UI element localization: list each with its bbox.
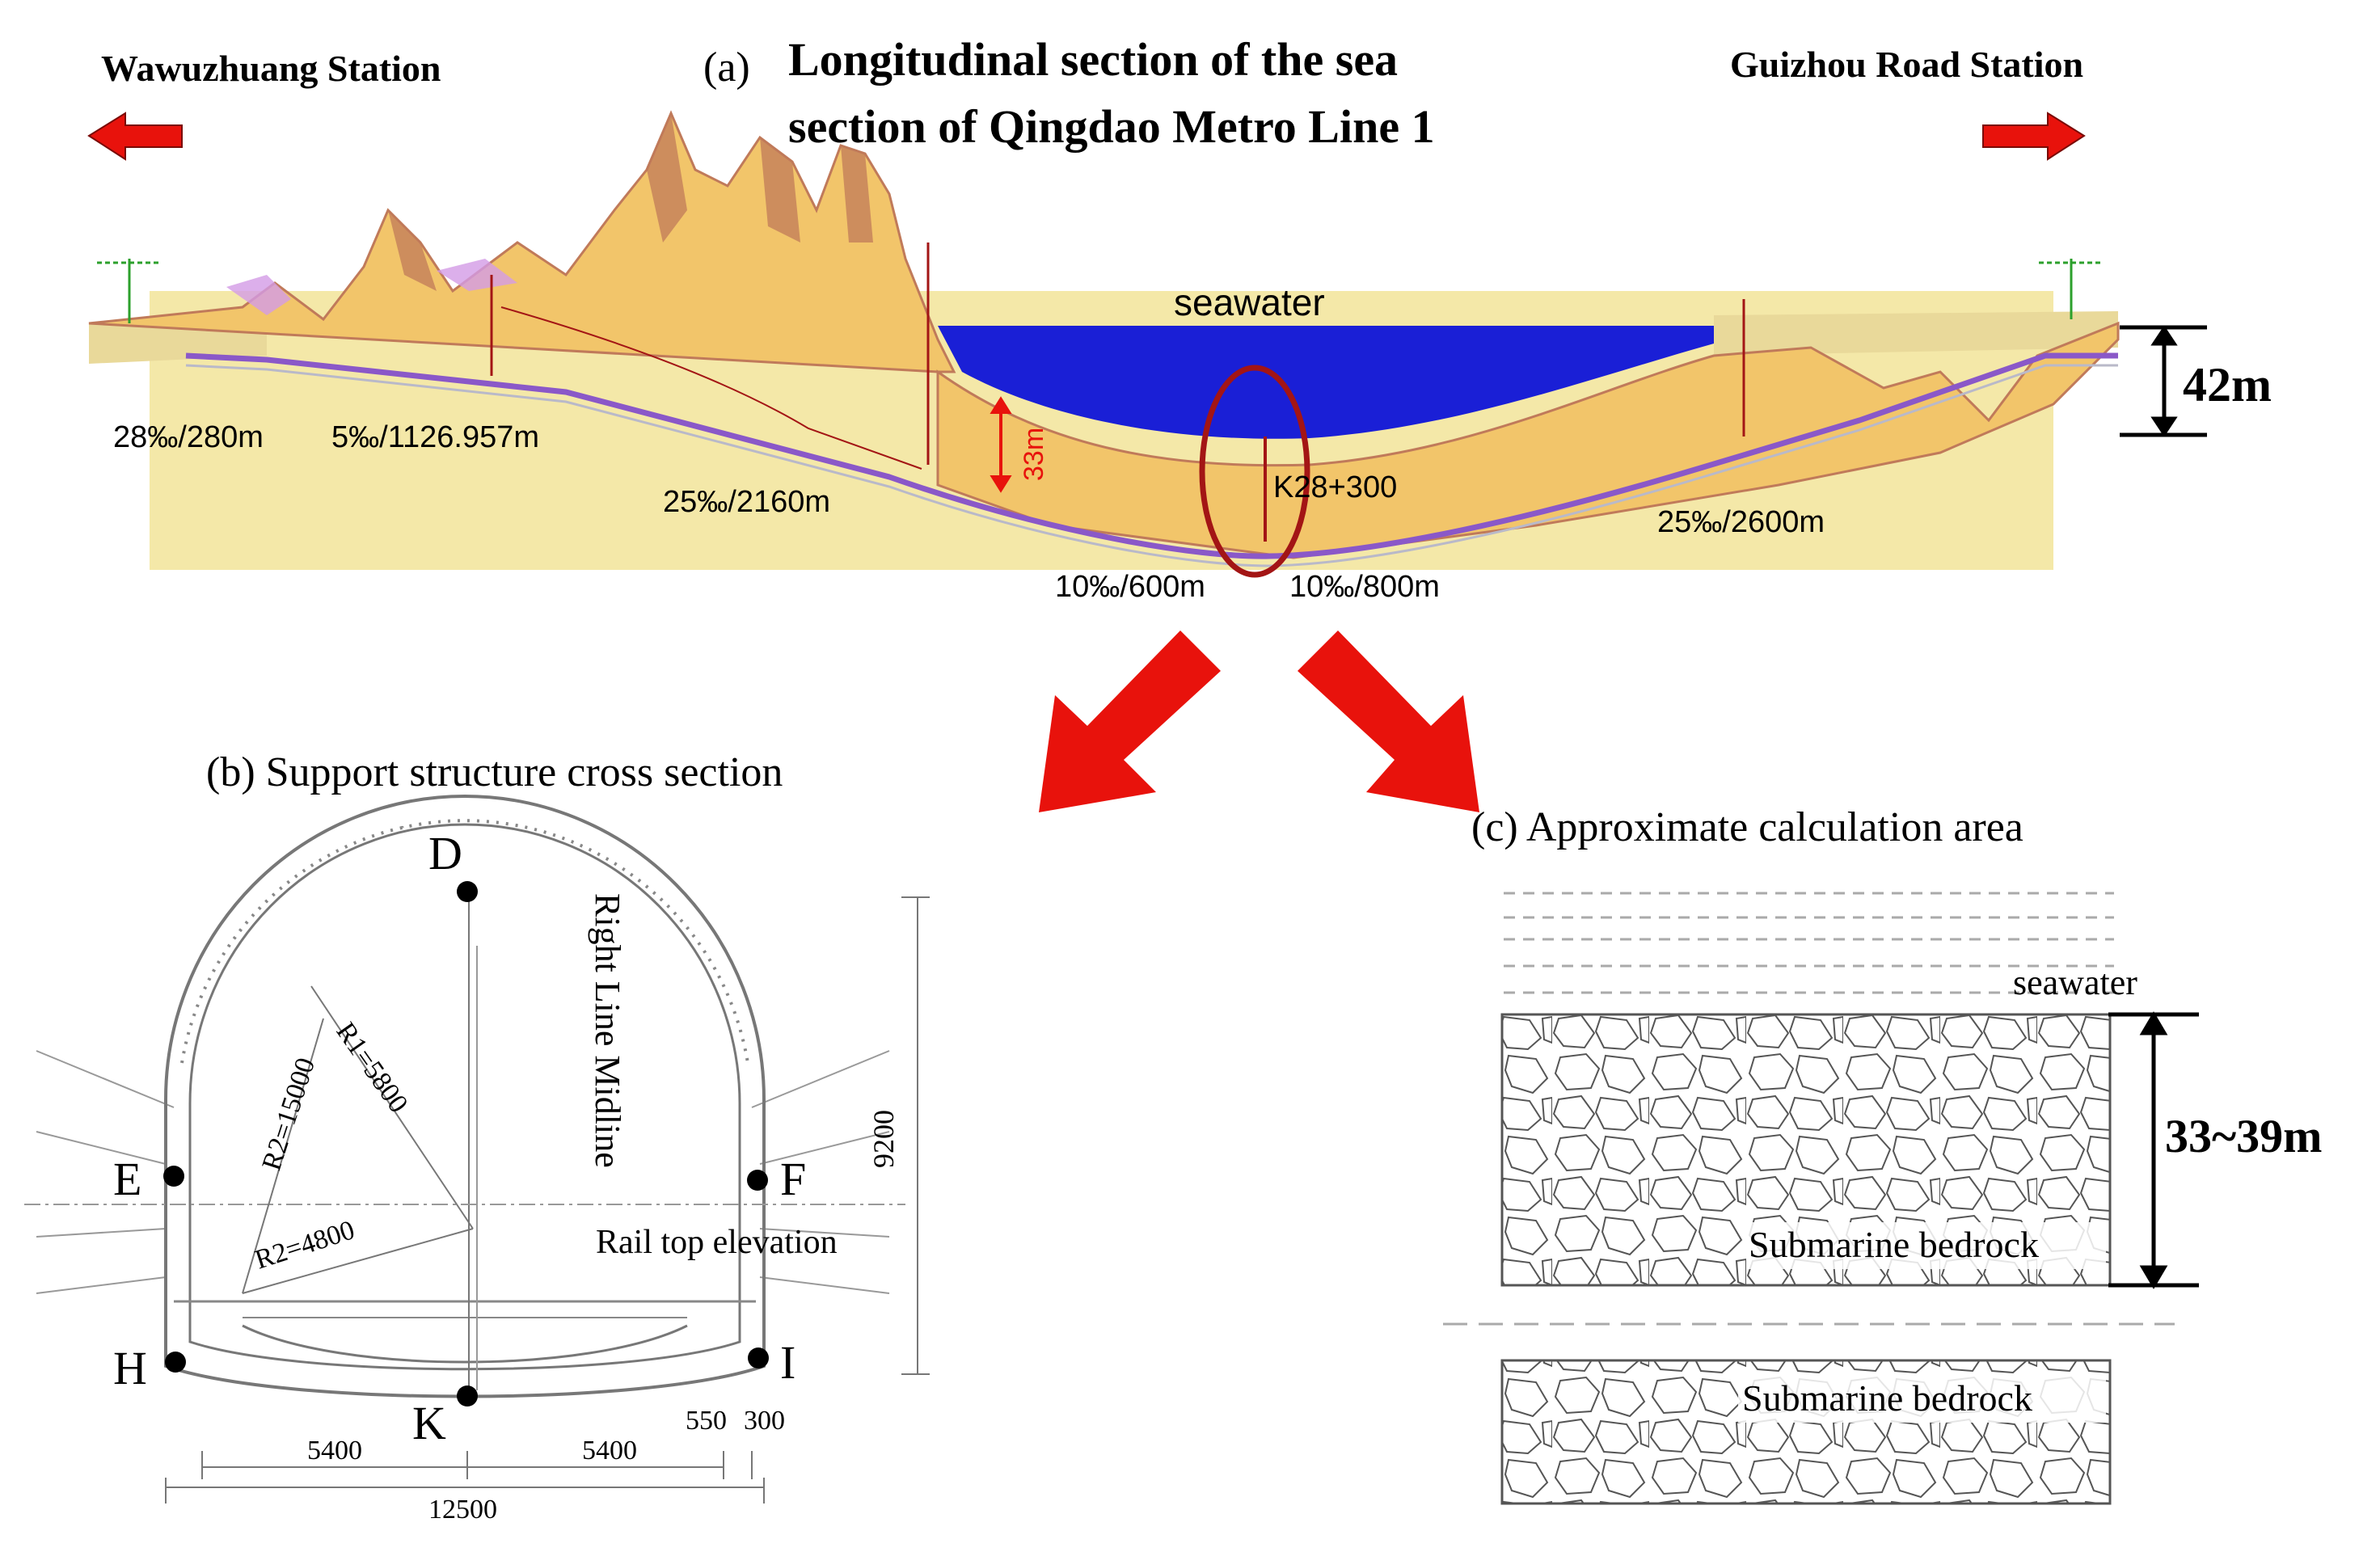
- right-ground: [1714, 311, 2118, 356]
- seawater-label: seawater: [1174, 281, 1325, 323]
- label-f: F: [780, 1153, 806, 1205]
- point-h: [165, 1352, 186, 1373]
- design-slope-line: [500, 306, 922, 470]
- tunnel-lining-outer: [164, 795, 766, 1398]
- radius-r1-label: R1=5800: [330, 1017, 413, 1118]
- radius-r1-line: [310, 985, 474, 1229]
- rail-label: Rail top elevation: [596, 1224, 838, 1261]
- mountain-shading: [388, 113, 873, 291]
- panel-c: (c) Approximate calculation area seawate…: [1443, 804, 2322, 1505]
- right-station-label: Guizhou Road Station: [1730, 44, 2083, 85]
- seabed-rock: [936, 321, 2120, 559]
- station-sign-right: [2039, 259, 2104, 319]
- anchor-lines: [36, 1050, 890, 1294]
- depth-bracket: [2120, 325, 2207, 437]
- tunnel-lining-inner: [188, 823, 741, 1371]
- midline-label: Right Line Midline: [588, 893, 627, 1168]
- width-dimensions: [165, 1451, 765, 1504]
- gradient-1: 28‰/280m: [113, 420, 264, 454]
- arrow-to-c-icon: [1298, 630, 1479, 812]
- radius-r2-line: [242, 1228, 474, 1294]
- seawater-label-c: seawater: [2013, 963, 2137, 1002]
- chainage-label: K28+300: [1273, 470, 1397, 504]
- point-e: [163, 1166, 184, 1187]
- dim-300: 300: [744, 1406, 785, 1436]
- label-e: E: [113, 1153, 141, 1205]
- cover-label: 33m: [1019, 428, 1049, 481]
- bedrock-upper-label-bg: [1746, 1222, 2106, 1269]
- gradient-6: 25‰/2600m: [1657, 505, 1825, 539]
- title-prefix: (a): [703, 44, 750, 91]
- highlight-ellipse: [1199, 365, 1310, 578]
- arrow-left-icon: [87, 112, 183, 161]
- point-i: [748, 1347, 769, 1369]
- arrow-to-b-icon: [1039, 630, 1221, 812]
- label-h: H: [113, 1342, 147, 1394]
- gradient-4: 10‰/600m: [1055, 570, 1205, 604]
- dim-550: 550: [686, 1406, 727, 1436]
- point-f: [747, 1170, 768, 1191]
- gradient-2: 5‰/1126.957m: [331, 420, 539, 454]
- title-line2: section of Qingdao Metro Line 1: [788, 100, 1435, 153]
- station-sign-left: [97, 259, 162, 323]
- point-k: [457, 1385, 478, 1406]
- left-station-label: Wawuzhuang Station: [101, 48, 441, 89]
- bedrock-upper-label: Submarine bedrock: [1749, 1224, 2039, 1265]
- bedrock-lower-label: Submarine bedrock: [1742, 1377, 2032, 1419]
- panel-c-title: (c) Approximate calculation area: [1471, 804, 2023, 850]
- gradient-5: 10‰/800m: [1289, 570, 1440, 604]
- dim-5400-right: 5400: [582, 1436, 637, 1466]
- sea-body: [938, 326, 1714, 439]
- height-label: 9200: [867, 1110, 900, 1168]
- grout-ring: [180, 819, 749, 1064]
- dim-12500: 12500: [428, 1495, 497, 1525]
- panel-b: (b) Support structure cross section: [24, 749, 930, 1525]
- range-label: 33~39m: [2165, 1110, 2322, 1162]
- cover-arrow: [990, 396, 1012, 493]
- panel-b-title: (b) Support structure cross section: [206, 749, 783, 795]
- radius-r2-label: R2=15000: [256, 1054, 321, 1174]
- bedrock-lower-label-bg: [1738, 1376, 2106, 1423]
- radius-r2b-line: [242, 1018, 324, 1294]
- point-d: [457, 881, 478, 902]
- label-k: K: [412, 1397, 446, 1449]
- height-dimension: [901, 896, 930, 1375]
- invert-arch: [242, 1324, 688, 1364]
- tunnel-line: [185, 352, 2118, 559]
- tunnel-line-inner: [185, 364, 2118, 567]
- label-i: I: [780, 1336, 795, 1389]
- panel-a: 33m (a) Longitudinal section of the sea …: [87, 33, 2272, 604]
- radius-r2b-label: R2=4800: [251, 1215, 358, 1275]
- depth-label: 42m: [2183, 358, 2272, 411]
- dim-5400-left: 5400: [307, 1436, 362, 1466]
- seawater-lines: [1504, 892, 2114, 994]
- arrow-right-icon: [1982, 112, 2086, 161]
- range-bracket: [2108, 1011, 2199, 1289]
- title-line1: Longitudinal section of the sea: [788, 33, 1398, 86]
- purple-overburden: [226, 259, 517, 315]
- label-d: D: [428, 827, 462, 879]
- gradient-3: 25‰/2160m: [663, 485, 830, 519]
